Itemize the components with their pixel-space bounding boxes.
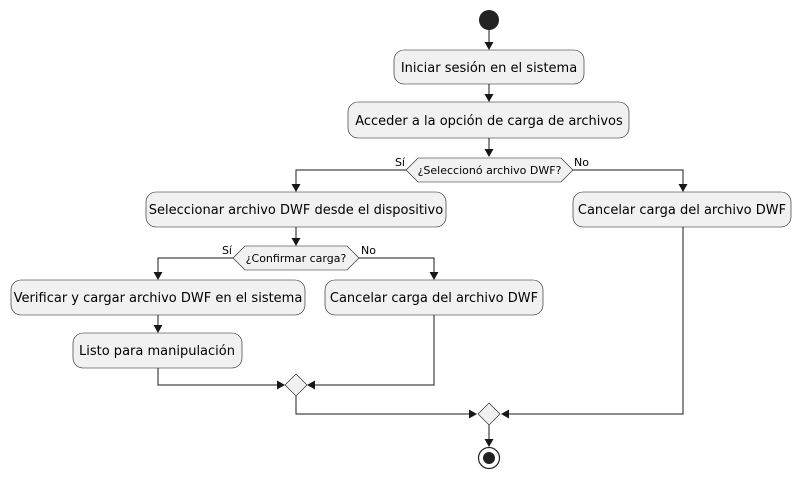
decision-selected-dwf: ¿Seleccionó archivo DWF?	[405, 157, 574, 183]
end-node	[477, 446, 501, 470]
activity-ready-label: Listo para manipulación	[79, 344, 235, 359]
merge-node-inner	[284, 373, 308, 397]
edges	[153, 30, 688, 447]
decision-selected-dwf-no-label: No	[574, 156, 589, 169]
decision-confirm-upload-yes-label: Sí	[222, 244, 233, 257]
activity-select-file: Seleccionar archivo DWF desde el disposi…	[145, 191, 447, 228]
start-node	[479, 10, 499, 30]
decision-selected-dwf-yes-label: Sí	[395, 156, 406, 169]
decision-confirm-upload-no-label: No	[361, 244, 376, 257]
activity-cancel-outer-label: Cancelar carga del archivo DWF	[578, 203, 786, 218]
activity-login-label: Iniciar sesión en el sistema	[401, 61, 577, 76]
activity-ready: Listo para manipulación	[72, 332, 243, 369]
activity-cancel-inner-label: Cancelar carga del archivo DWF	[330, 291, 538, 306]
activity-login: Iniciar sesión en el sistema	[393, 49, 585, 85]
decision-confirm-upload-question: ¿Confirmar carga?	[246, 252, 347, 265]
activity-verify-load: Verificar y cargar archivo DWF en el sis…	[10, 279, 306, 316]
decision-confirm-upload: ¿Confirmar carga?	[232, 245, 360, 271]
activity-cancel-inner: Cancelar carga del archivo DWF	[324, 279, 544, 316]
activity-verify-load-label: Verificar y cargar archivo DWF en el sis…	[14, 291, 303, 306]
decision-selected-dwf-question: ¿Seleccionó archivo DWF?	[418, 164, 562, 177]
activity-cancel-outer: Cancelar carga del archivo DWF	[572, 191, 792, 228]
activity-access-upload-label: Acceder a la opción de carga de archivos	[355, 114, 623, 129]
merge-node-outer	[477, 402, 501, 426]
activity-access-upload: Acceder a la opción de carga de archivos	[347, 101, 630, 139]
activity-select-file-label: Seleccionar archivo DWF desde el disposi…	[149, 203, 443, 218]
